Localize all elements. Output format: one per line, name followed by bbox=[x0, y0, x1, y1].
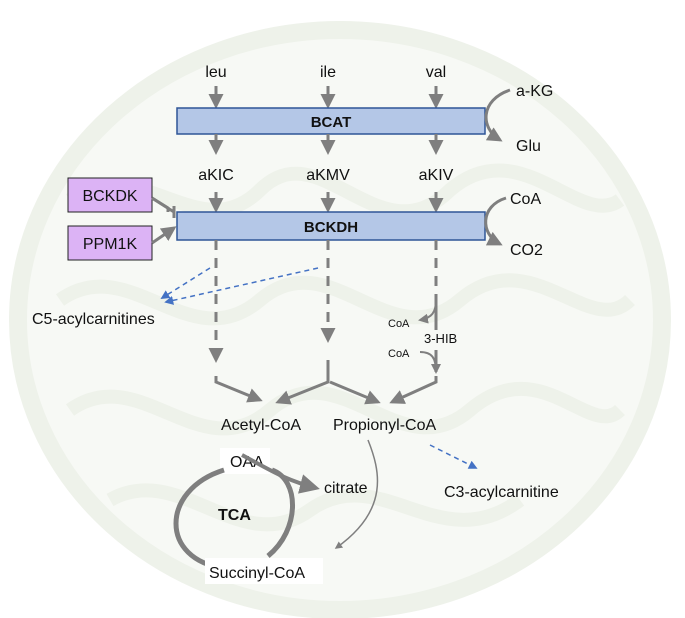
ppm1k-label: PPM1K bbox=[83, 236, 138, 253]
cofactor-glu: Glu bbox=[516, 138, 541, 155]
intermediate-akic: aKIC bbox=[198, 167, 234, 184]
acetyl-entry-arc bbox=[241, 453, 320, 494]
succinyl-coa-label: Succinyl-CoA bbox=[209, 565, 305, 582]
cofactor-coa: CoA bbox=[510, 191, 541, 208]
bcat-enzyme-box bbox=[176, 107, 486, 135]
intermediate-akiv: aKIV bbox=[419, 167, 454, 184]
intermediate-akmv: aKMV bbox=[306, 167, 350, 184]
substrates: leu ile val bbox=[205, 64, 446, 81]
citrate-label: citrate bbox=[324, 480, 368, 497]
akg-glu-arc bbox=[484, 88, 511, 142]
bckdk-label: BCKDK bbox=[82, 188, 137, 205]
substrate-val: val bbox=[426, 64, 446, 81]
ppm1k-activation-arrow bbox=[151, 226, 177, 245]
bckdk-inhibition bbox=[151, 196, 176, 218]
propionyl-coa-label: Propionyl-CoA bbox=[333, 417, 436, 434]
bckdk-box bbox=[67, 177, 153, 213]
hib-label: 3-HIB bbox=[424, 331, 457, 346]
oaa-label: OAA bbox=[230, 454, 264, 471]
propionyl-to-succinyl-arrow bbox=[334, 439, 379, 549]
c3-acylcarnitine-label: C3-acylcarnitine bbox=[444, 484, 559, 501]
cofactor-coa-small-2: CoA bbox=[388, 348, 410, 360]
c5-acylcarnitines-label: C5-acylcarnitines bbox=[32, 311, 155, 328]
cofactor-coa-small-1: CoA bbox=[388, 318, 410, 330]
tca-label: TCA bbox=[218, 507, 251, 524]
c5-formation-arrows bbox=[160, 267, 319, 305]
multistep-arrows bbox=[208, 240, 438, 363]
converging-arrows bbox=[214, 360, 438, 405]
bcat-label: BCAT bbox=[311, 114, 352, 131]
succinyl-coa-box bbox=[205, 558, 323, 584]
bckdh-input-arrows bbox=[208, 192, 444, 213]
mitochondrion-background bbox=[9, 21, 671, 618]
ppm1k-box bbox=[67, 225, 153, 261]
substrate-ile: ile bbox=[320, 64, 336, 81]
cofactor-akg: a-KG bbox=[516, 83, 553, 100]
acetyl-coa-label: Acetyl-CoA bbox=[221, 417, 301, 434]
bcat-input-arrows bbox=[208, 86, 444, 109]
bckdh-label: BCKDH bbox=[304, 219, 358, 236]
keto-acids: aKIC aKMV aKIV bbox=[198, 167, 453, 184]
substrate-leu: leu bbox=[205, 64, 226, 81]
cofactor-co2: CO2 bbox=[510, 242, 543, 259]
coa-co2-arc bbox=[484, 196, 507, 246]
bcat-output-arrows bbox=[208, 134, 444, 155]
oaa-box bbox=[220, 448, 270, 474]
